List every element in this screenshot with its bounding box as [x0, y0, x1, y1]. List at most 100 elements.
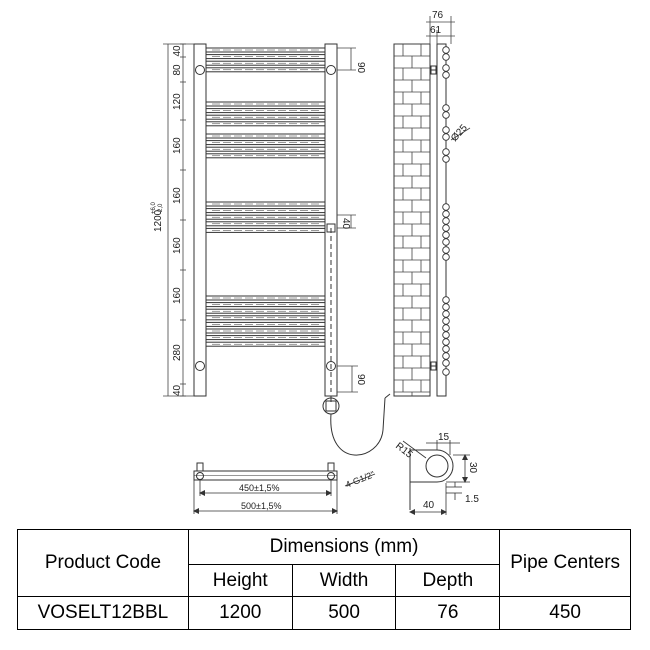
tube-section — [442, 203, 450, 211]
cross-bar — [205, 153, 326, 159]
product-code-value: VOSELT12BBL — [17, 596, 189, 630]
tube-section — [442, 224, 450, 232]
tube-section — [442, 359, 450, 367]
overall-height-tolerance-lower: -2,0 — [158, 203, 164, 214]
front-left-dimension-chain — [163, 43, 194, 397]
tube-section — [442, 324, 450, 332]
cross-bar — [205, 60, 326, 66]
segment-dim-label: 160 — [172, 137, 183, 154]
element-offset-dim: 40 — [340, 218, 351, 230]
cross-bar — [205, 328, 326, 334]
segment-dim-label: 280 — [172, 344, 183, 361]
segment-dim-label: 160 — [172, 287, 183, 304]
tube-section — [442, 71, 450, 79]
tube-section — [442, 133, 450, 141]
cross-bar — [205, 335, 326, 341]
tube-section — [442, 303, 450, 311]
tube-section — [442, 368, 450, 376]
cross-bar — [205, 227, 326, 233]
tube-section — [442, 310, 450, 318]
bracket-detail — [402, 440, 470, 515]
side-view — [393, 16, 471, 397]
tube-section — [442, 210, 450, 218]
cross-bars — [205, 47, 326, 347]
cross-bar — [205, 214, 326, 220]
tube-section — [442, 345, 450, 353]
tube-section — [442, 296, 450, 304]
cross-bar — [205, 208, 326, 214]
cross-bar — [205, 302, 326, 308]
segment-dim-label: 160 — [172, 187, 183, 204]
tube-section — [442, 331, 450, 339]
bracket-radius-dim: R15 — [393, 441, 415, 461]
overall-width-dim: 500±1,5% — [241, 501, 281, 511]
bracket-top-left — [195, 65, 205, 75]
pipe-centers-header: Pipe Centers — [499, 529, 631, 597]
side-tubes — [442, 46, 450, 376]
tube-section — [442, 46, 450, 54]
tube-section — [442, 64, 450, 72]
spec-table: Product Code Dimensions (mm) Pipe Center… — [17, 529, 631, 630]
cross-bar — [205, 108, 326, 114]
tube-section — [442, 338, 450, 346]
tube-section — [442, 53, 450, 61]
tube-section — [442, 155, 450, 163]
bracket-bottom-right — [326, 361, 336, 371]
cross-bar — [205, 121, 326, 127]
width-value: 500 — [291, 596, 397, 630]
tube-section — [442, 246, 450, 254]
cross-bar — [205, 221, 326, 227]
depth-dim: 76 — [432, 10, 444, 21]
cable-thread-label: 4-G1/2" — [344, 469, 376, 490]
overall-height-label: 1200 — [153, 209, 164, 232]
cross-bar — [205, 54, 326, 60]
bottom-bracket-dim: 90 — [355, 374, 366, 386]
cross-bar — [205, 146, 326, 152]
bracket-width-dim: 40 — [423, 500, 435, 511]
tube-section — [442, 238, 450, 246]
bracket-gap-dim: 1.5 — [465, 494, 479, 505]
element-head — [326, 223, 336, 233]
front-view — [193, 43, 391, 456]
tube-diameter-dim: Ø25 — [449, 122, 470, 144]
pipe-centres-dim: 450±1,5% — [239, 483, 279, 493]
segment-dim-label: 80 — [172, 64, 183, 76]
tube-section — [442, 317, 450, 325]
height-value: 1200 — [187, 596, 293, 630]
width-header: Width — [291, 564, 397, 597]
cross-bar — [205, 315, 326, 321]
cross-bar — [205, 114, 326, 120]
tube-section — [442, 253, 450, 261]
segment-dim-label: 120 — [172, 93, 183, 110]
cross-bar — [205, 308, 326, 314]
cross-bar — [205, 341, 326, 347]
cross-bar — [205, 295, 326, 301]
tube-section — [442, 217, 450, 225]
wall-section — [393, 43, 431, 397]
tube-section — [442, 104, 450, 112]
tube-section — [442, 126, 450, 134]
power-cable — [330, 397, 386, 456]
product-code-header: Product Code — [17, 529, 189, 597]
tube-section — [442, 231, 450, 239]
pipe-centers-value: 450 — [499, 596, 631, 630]
tube-section — [442, 148, 450, 156]
bracket-top-right — [326, 65, 336, 75]
overall-height-tolerance-upper: +6,0 — [151, 201, 157, 214]
bracket-top-dim: 15 — [438, 432, 450, 443]
cross-bar — [205, 321, 326, 327]
depth-header: Depth — [395, 564, 501, 597]
cross-bar — [205, 201, 326, 207]
tube-section — [442, 352, 450, 360]
cross-bar — [205, 133, 326, 139]
depth-value: 76 — [395, 596, 501, 630]
plan-view — [193, 462, 376, 514]
front-right-dimensions — [337, 47, 358, 393]
wall-offset-dim: 61 — [430, 25, 442, 36]
segment-dim-label: 40 — [172, 384, 183, 396]
dimensions-header: Dimensions (mm) — [187, 529, 501, 565]
cross-bar — [205, 67, 326, 73]
bracket-bottom-left — [195, 361, 205, 371]
